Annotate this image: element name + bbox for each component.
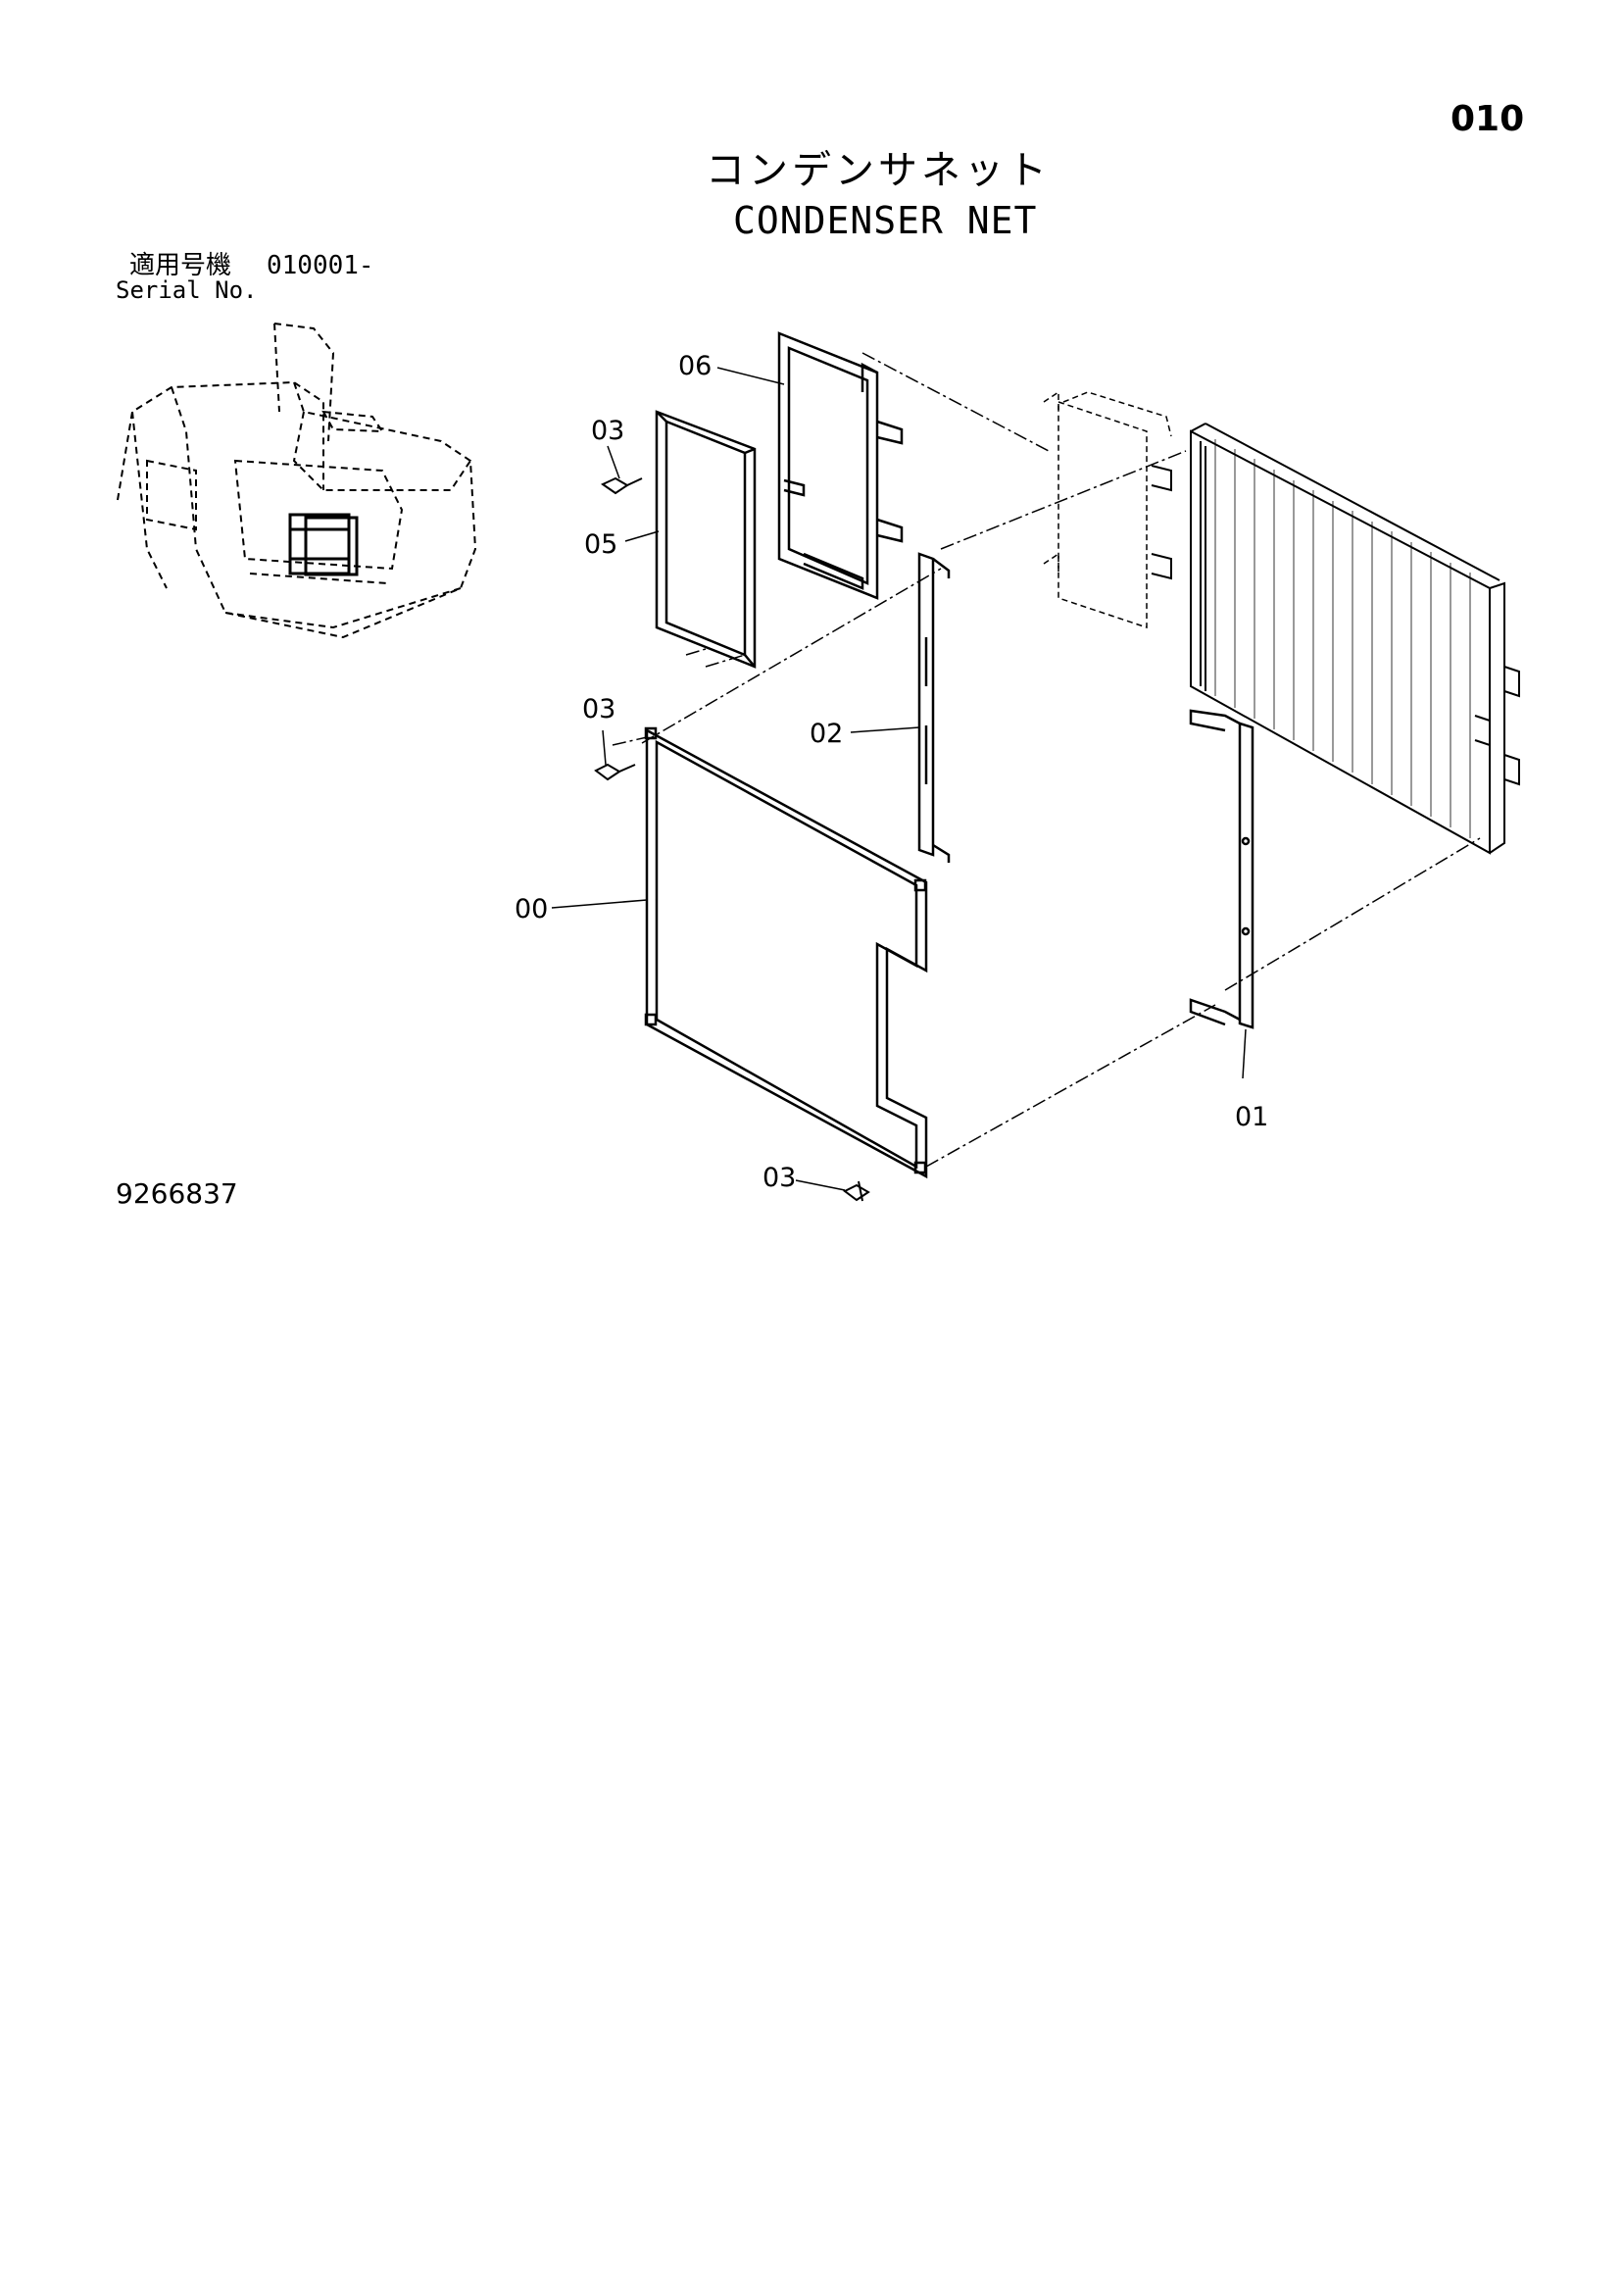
callout-03-top: 03 — [591, 416, 625, 446]
serial-number-from: 010001- — [267, 251, 374, 280]
part-03-wing-bolt-middle — [594, 763, 636, 781]
callout-03-bottom: 03 — [762, 1163, 797, 1193]
callout-05: 05 — [584, 529, 618, 560]
title-japanese: コンデンサネット — [706, 148, 1051, 193]
callout-01: 01 — [1235, 1102, 1269, 1132]
part-00-condenser-net — [644, 726, 928, 1179]
machine-overview-illustration — [117, 323, 477, 639]
condenser-fins — [1214, 439, 1471, 838]
part-02-side-bracket — [917, 552, 951, 863]
callout-00: 00 — [515, 894, 549, 924]
serial-label-english: Serial No. — [116, 276, 258, 304]
callout-06: 06 — [678, 351, 713, 381]
part-03-wing-bolt-bottom — [843, 1180, 870, 1202]
serial-label-japanese: 適用号機 — [129, 251, 232, 280]
callout-03-middle: 03 — [582, 694, 616, 724]
part-01-mounting-bracket — [1189, 709, 1254, 1029]
machine-condenser-location-highlight — [288, 513, 359, 576]
page-number: 010 — [1451, 99, 1525, 139]
part-03-wing-bolt-top — [600, 476, 643, 495]
part-06-bracket-frame — [777, 331, 904, 600]
callout-leader-lines — [551, 367, 1247, 1191]
callout-02: 02 — [810, 719, 844, 749]
assembly-alignment-lines — [612, 352, 1481, 1168]
condenser-shroud-outline — [1043, 390, 1172, 629]
part-05-inner-frame — [655, 410, 757, 669]
title-english: CONDENSER NET — [733, 199, 1038, 242]
condenser-core — [1151, 423, 1520, 855]
drawing-number: 9266837 — [116, 1177, 238, 1210]
